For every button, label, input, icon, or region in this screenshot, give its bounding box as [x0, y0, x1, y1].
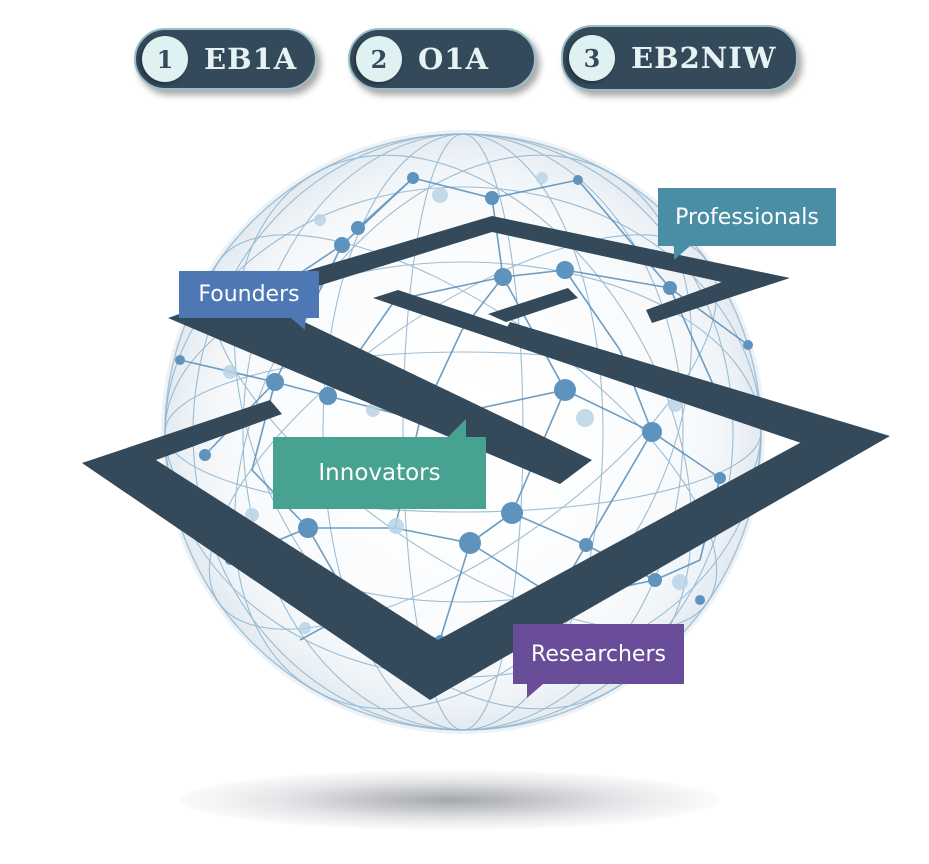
- pill-eb1a[interactable]: 1 EB1A: [134, 28, 317, 90]
- pill-eb2niw[interactable]: 3 EB2NIW: [561, 25, 798, 91]
- callout-founders: Founders: [179, 271, 319, 330]
- globe-shadow: [180, 770, 720, 830]
- callout-researchers-tail: [527, 684, 543, 698]
- callout-professionals: Professionals: [658, 188, 836, 260]
- callout-founders-label: Founders: [198, 282, 300, 307]
- network-nodes-faint: [223, 172, 688, 634]
- pill-label-eb2niw: EB2NIW: [631, 41, 777, 75]
- callout-professionals-label: Professionals: [675, 204, 819, 230]
- callout-professionals-tail: [674, 246, 690, 260]
- callout-researchers: Researchers: [513, 624, 684, 698]
- pill-number-3: 3: [569, 35, 615, 81]
- pill-label-o1a: O1A: [418, 42, 489, 76]
- callout-innovators-label: Innovators: [318, 460, 441, 486]
- callout-innovators-tail: [448, 419, 466, 437]
- maze-logo: [82, 216, 890, 700]
- pill-number-1: 1: [142, 36, 188, 82]
- callout-founders-tail: [291, 318, 305, 330]
- callout-researchers-label: Researchers: [531, 641, 666, 667]
- pill-label-eb1a: EB1A: [204, 42, 298, 76]
- pill-number-2: 2: [356, 36, 402, 82]
- pill-o1a[interactable]: 2 O1A: [348, 28, 536, 90]
- callout-innovators: Innovators: [273, 419, 486, 509]
